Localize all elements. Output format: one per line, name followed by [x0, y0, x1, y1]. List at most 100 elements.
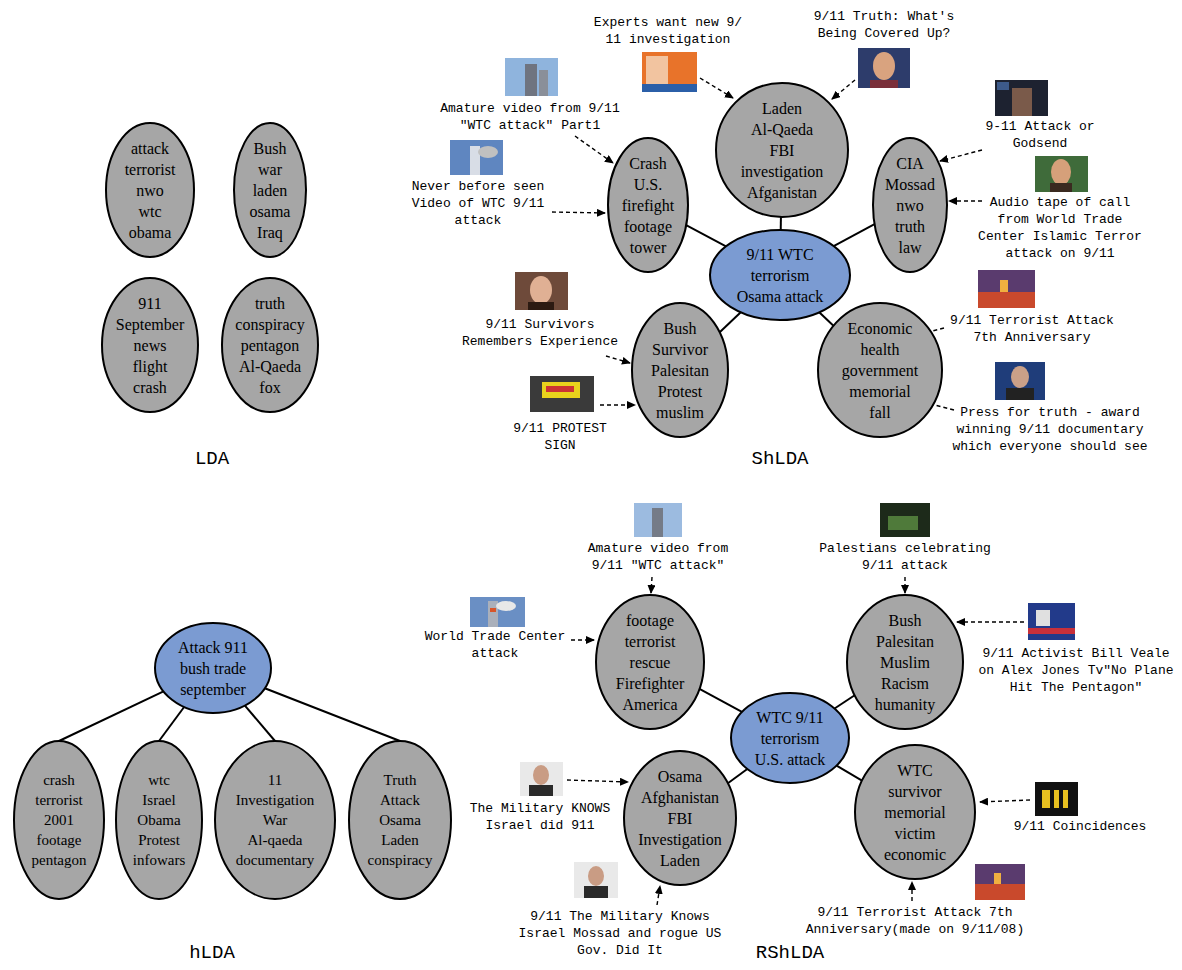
root-topic-ellipse: WTC 9/11 terrorism U.S. attack — [728, 690, 852, 786]
topic-words: Crash U.S. firefight footage tower — [621, 153, 676, 258]
topic-words: CIA Mossad nwo truth law — [884, 153, 936, 258]
video-thumbnail — [975, 864, 1025, 900]
leader-arrow — [700, 78, 733, 98]
label-slot: 9/11 Terrorist Attack 7th Anniversary(ma… — [804, 904, 1026, 938]
topic-words: Truth Attack Osama Laden conspiracy — [367, 770, 434, 870]
video-caption: Experts want new 9/ 11 investigation — [592, 14, 744, 48]
label-slot: Amature video from 9/11 "WTC attack" — [586, 540, 730, 574]
ellipse-shape — [873, 138, 947, 272]
label-slot: 9/11 PROTEST SIGN — [511, 420, 609, 454]
ellipse-shape — [234, 123, 306, 257]
leader-arrow — [904, 577, 905, 593]
video-thumbnail — [858, 48, 910, 88]
topic-words: wtc Israel Obama Protest infowars — [132, 770, 187, 870]
ellipse-shape — [349, 741, 451, 899]
video-thumbnail — [1035, 156, 1088, 192]
thumb-logo — [997, 82, 1009, 90]
thumb-figure — [1036, 610, 1050, 626]
topic-ellipse: crash terrorist 2001 footage pentagon — [11, 738, 107, 902]
video-thumbnail — [530, 376, 594, 412]
video-caption: 9/11 Terrorist Attack 7th Anniversary(ma… — [804, 904, 1026, 938]
node-text-stack: Economic health government memorial fall — [841, 318, 920, 423]
node-text-stack: WTC 9/11 terrorism U.S. attack — [748, 707, 832, 770]
video-thumbnail — [505, 58, 558, 96]
thumb-figure — [1050, 183, 1072, 192]
thumb-ground — [515, 272, 568, 310]
video-thumbnail — [450, 140, 503, 175]
topic-link — [837, 766, 862, 781]
video-caption: 9/11 Truth: What's Being Covered Up? — [812, 8, 956, 42]
leader-arrow — [957, 621, 1024, 622]
leader-arrow — [600, 404, 635, 405]
video-thumbnail — [642, 52, 697, 92]
panel-title: hLDA — [142, 942, 282, 964]
label-slot: Amature video from 9/11 "WTC attack" Par… — [438, 100, 621, 134]
topic-ellipse: attack terrorist nwo wtc obama — [103, 120, 197, 260]
ellipse-shape — [116, 741, 202, 899]
topic-words: Laden Al-Qaeda FBI investigation Afganis… — [740, 98, 825, 203]
label-slot: 9/11 Terrorist Attack 7th Anniversary — [948, 312, 1116, 346]
thumb-suit — [584, 886, 608, 898]
topic-words: Bush war laden osama Iraq — [249, 138, 292, 243]
video-caption: 9/11 Coincidences — [1012, 818, 1149, 835]
topic-ellipse: Laden Al-Qaeda FBI investigation Afganis… — [713, 80, 851, 220]
video-caption: World Trade Center attack — [423, 628, 567, 662]
label-slot: 9/11 Truth: What's Being Covered Up? — [812, 8, 956, 42]
thumb-fire — [490, 608, 496, 612]
node-text-stack: truth conspiracy pentagon Al-Qaeda fox — [234, 293, 306, 398]
label-slot: World Trade Center attack — [423, 628, 567, 662]
topic-words: 9/11 WTC terrorism Osama attack — [730, 244, 830, 307]
topic-words: footage terrorist rescue Firefighter Ame… — [615, 610, 686, 715]
ellipse-shape — [106, 123, 194, 257]
thumb-ground — [520, 762, 563, 796]
label-slot: 9/11 Survivors Remembers Experience — [460, 316, 620, 350]
video-caption: Never before seen Video of WTC 9/11 atta… — [410, 178, 547, 229]
node-text-stack: Bush Survivor Palesitan Protest muslim — [650, 318, 710, 423]
thumb-face — [1051, 159, 1071, 185]
thumb-figure — [888, 516, 918, 530]
thumb-sign — [542, 382, 580, 398]
video-caption: The Military KNOWS Israel did 911 — [468, 800, 612, 834]
thumb-ground — [530, 376, 594, 412]
thumb-face — [873, 52, 895, 80]
topic-link — [835, 695, 855, 708]
thumb-light — [1000, 280, 1008, 292]
thumb-ground — [505, 58, 558, 96]
leader-arrow — [571, 639, 594, 640]
thumb-ground — [975, 864, 1025, 900]
label-slot: Experts want new 9/ 11 investigation — [592, 14, 744, 48]
topic-link — [720, 312, 741, 332]
thumb-mark — [1042, 790, 1050, 808]
thumb-face — [533, 765, 549, 785]
leader-arrow — [657, 886, 660, 905]
node-text-stack: 11 Investigation War Al-qaeda documentar… — [235, 770, 316, 870]
thumb-mark — [1063, 790, 1068, 808]
video-thumbnail — [1028, 603, 1075, 640]
thumb-ground — [470, 597, 525, 627]
leader-arrow — [911, 882, 912, 901]
label-slot: ShLDA — [710, 448, 850, 470]
ellipse-shape — [731, 693, 849, 783]
ellipse-shape — [818, 303, 942, 437]
thumb-ground — [1035, 156, 1088, 192]
topic-words: Bush Palesitan Muslim Racism humanity — [874, 610, 937, 715]
leader-arrow — [651, 577, 652, 593]
thumb-face — [530, 276, 552, 304]
video-thumbnails — [450, 48, 1088, 900]
thumb-light — [994, 873, 1001, 884]
label-slot: Audio tape of call from World Trade Cent… — [976, 194, 1144, 262]
ellipse-shape — [155, 623, 271, 713]
node-text-stack: Laden Al-Qaeda FBI investigation Afganis… — [740, 98, 825, 203]
video-caption: 9-11 Attack or Godsend — [983, 118, 1096, 152]
thumb-city — [975, 884, 1025, 900]
label-slot: 9/11 Activist Bill Veale on Alex Jones T… — [977, 645, 1176, 696]
thumb-mark — [1054, 790, 1059, 808]
topic-ellipse: Crash U.S. firefight footage tower — [605, 135, 691, 275]
thumb-strip — [1028, 628, 1075, 634]
thumb-tower — [539, 70, 548, 96]
node-text-stack: WTC survivor memorial victim economic — [883, 760, 948, 865]
topic-words: WTC 9/11 terrorism U.S. attack — [748, 707, 832, 770]
topic-ellipse: Economic health government memorial fall — [815, 300, 945, 440]
node-text-stack: wtc Israel Obama Protest infowars — [132, 770, 187, 870]
topic-words: attack terrorist nwo wtc obama — [124, 138, 177, 243]
